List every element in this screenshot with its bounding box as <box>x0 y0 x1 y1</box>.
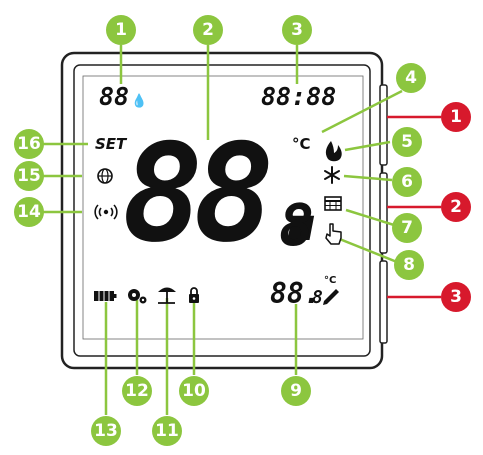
padlock-icon <box>189 287 199 303</box>
gears-icon <box>128 289 147 304</box>
battery-icon <box>94 291 117 301</box>
snowflake-icon <box>324 166 340 184</box>
side-button-2 <box>379 172 388 254</box>
pencil-icon <box>323 289 339 305</box>
lcd-screen <box>82 75 364 340</box>
calendar-icon <box>324 196 342 211</box>
hand-pointer-icon <box>325 223 342 245</box>
flame-icon <box>325 141 342 162</box>
green-leader-lines <box>42 45 403 415</box>
umbrella-icon <box>158 287 176 304</box>
globe-icon <box>97 168 113 184</box>
side-button-1 <box>379 84 388 166</box>
side-button-3 <box>379 260 388 344</box>
red-leader-lines <box>387 115 441 299</box>
wireless-icon <box>94 204 118 220</box>
